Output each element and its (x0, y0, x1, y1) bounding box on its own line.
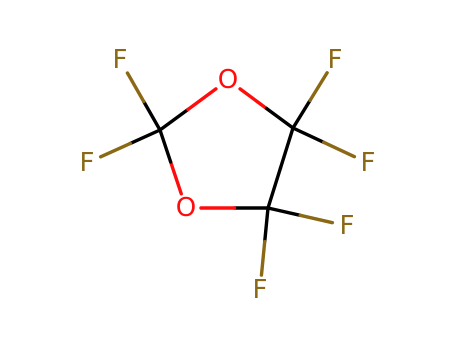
bond-segment (298, 213, 335, 225)
bond-segment (158, 107, 190, 132)
bond-segment (238, 87, 269, 111)
bond-segment (266, 166, 283, 210)
bond-o2-c1 (158, 128, 183, 196)
bond-c1-o1 (158, 87, 218, 132)
atom-label-f2: F (80, 148, 95, 178)
atom-label-f6: F (253, 275, 268, 305)
bond-segment (259, 239, 267, 277)
bond-segment (125, 71, 146, 104)
bond-c3-f5 (266, 206, 335, 225)
atom-label-f4: F (361, 148, 376, 178)
bond-o1-c2 (238, 87, 295, 130)
bond-segment (158, 128, 173, 164)
bond-segment (291, 98, 312, 130)
bond-segment (266, 206, 302, 218)
atom-label-f1: F (113, 45, 128, 75)
bond-segment (291, 126, 326, 145)
bond-c1-f1 (125, 71, 162, 132)
bond-c1-f2 (98, 128, 162, 159)
bonds-layer (98, 71, 357, 277)
atom-label-f3: F (328, 45, 343, 75)
bond-segment (264, 106, 295, 130)
bond-segment (263, 206, 270, 244)
atom-label-o1: O (218, 65, 238, 95)
bond-segment (278, 126, 295, 170)
bond-c2-c3 (266, 126, 295, 210)
atom-label-o2: O (176, 193, 196, 223)
bond-c2-f4 (291, 126, 357, 159)
bond-c2-f3 (291, 71, 329, 130)
atoms-layer: O O F F F F F F (80, 45, 376, 305)
bond-segment (142, 99, 162, 132)
bond-segment (322, 140, 357, 159)
bond-c3-f6 (259, 206, 270, 277)
atom-label-f5: F (340, 211, 355, 241)
bond-segment (186, 87, 218, 112)
bond-segment (98, 141, 133, 159)
bond-segment (168, 160, 183, 196)
bond-segment (128, 128, 162, 146)
bond-segment (308, 71, 329, 103)
